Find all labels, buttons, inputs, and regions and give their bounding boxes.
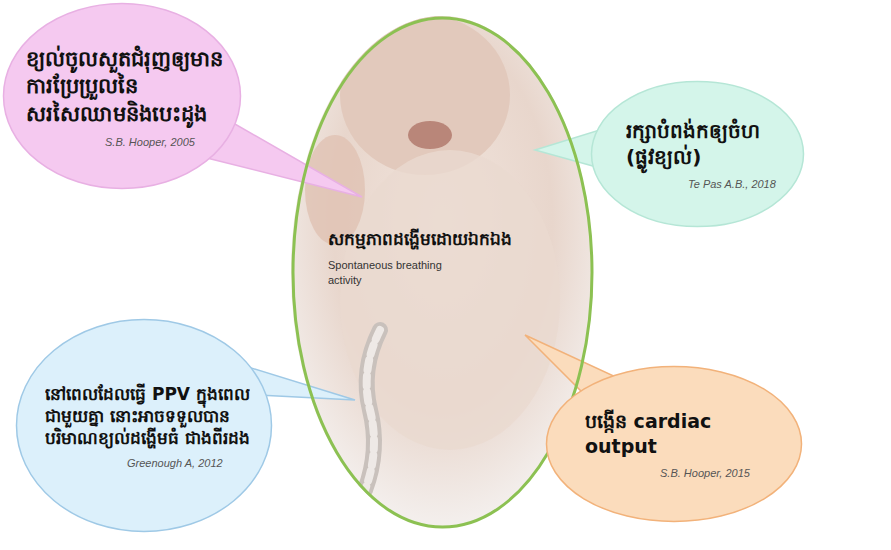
ellipse-shape xyxy=(547,367,802,522)
ellipse-shape xyxy=(17,320,272,532)
citation: S.B. Hooper, 2005 xyxy=(105,136,224,150)
ellipse-shape xyxy=(592,82,804,227)
text-area: ខ្យល់ចូលសួតជំរុញឲ្យមានការប្រែប្រួលនៃសរសៃ… xyxy=(26,24,224,172)
text-area: រក្សាបំពង់កឲ្យចំហ (ផ្លូវខ្យល់) Te Pas A.B… xyxy=(626,98,781,212)
text-area: បង្កើន cardiac outputS.B. Hooper, 2015 xyxy=(585,391,773,499)
bubble-text: នៅពេលដែលធ្វើ PPV ក្នុងពេលជាមួយគ្នា នោះអា… xyxy=(45,383,250,449)
bubble-outline xyxy=(545,365,803,523)
speech-bubble: ខ្យល់ចូលសួតជំរុញឲ្យមានការប្រែប្រួលនៃសរសៃ… xyxy=(2,2,242,190)
bubble-text: បង្កើន cardiac output xyxy=(585,409,773,458)
subtitle: Spontaneous breathing activity xyxy=(328,258,458,287)
text-area: នៅពេលដែលធ្វើ PPV ក្នុងពេលជាមួយគ្នា នោះអា… xyxy=(45,342,250,512)
bubble-text: រក្សាបំពង់កឲ្យចំហ (ផ្លូវខ្យល់) xyxy=(626,118,781,170)
bubble-text: សកម្មភាពដង្ហើមដោយឯកឯង xyxy=(328,228,568,250)
speech-bubble: រក្សាបំពង់កឲ្យចំហ (ផ្លូវខ្យល់) Te Pas A.B… xyxy=(590,80,805,228)
citation: S.B. Hooper, 2015 xyxy=(660,467,773,481)
bubble-text: ខ្យល់ចូលសួតជំរុញឲ្យមានការប្រែប្រួលនៃសរសៃ… xyxy=(26,46,224,128)
speech-bubble: នៅពេលដែលធ្វើ PPV ក្នុងពេលជាមួយគ្នា នោះអា… xyxy=(15,318,273,533)
speech-bubble: បង្កើន cardiac outputS.B. Hooper, 2015 xyxy=(545,365,803,523)
citation: Te Pas A.B., 2018 xyxy=(688,178,781,192)
text-area: សកម្មភាពដង្ហើមដោយឯកឯង Spontaneous breathi… xyxy=(328,210,568,305)
ellipse-shape xyxy=(4,4,241,189)
citation: Greenough A, 2012 xyxy=(127,457,250,471)
